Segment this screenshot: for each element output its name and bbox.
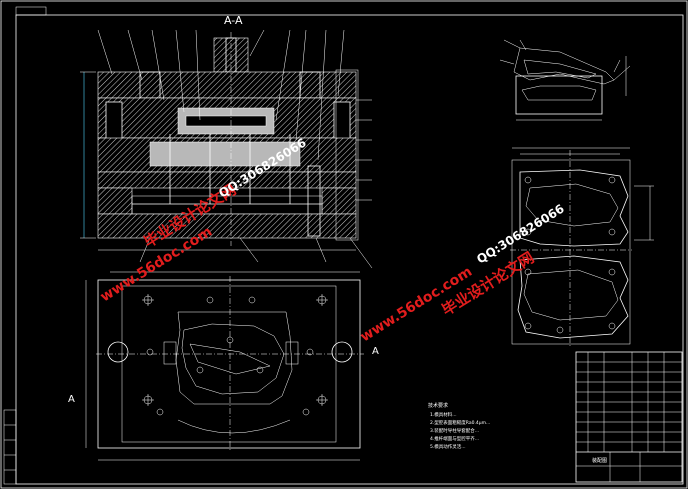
corner-box <box>15 6 47 16</box>
left-margin-strip <box>3 409 17 485</box>
title-block: 装配图 <box>575 351 683 483</box>
view-marker-side: A <box>372 346 379 357</box>
part-detail-right <box>510 147 654 348</box>
part-detail-top <box>499 39 631 121</box>
note-1: 1.模具材料... <box>430 411 457 418</box>
plan-view: A A <box>68 271 379 461</box>
section-title: A-A <box>224 14 243 27</box>
technical-notes: 技术要求 1.模具材料... 2.型腔表面粗糙度Ra0.4μm... 3.装配时… <box>428 402 490 450</box>
title-block-label: 装配图 <box>592 457 607 464</box>
note-3: 3.装配时导柱导套配合... <box>430 427 479 434</box>
view-marker-bottom: A <box>68 394 75 405</box>
note-2: 2.型腔表面粗糙度Ra0.4μm... <box>430 419 490 426</box>
notes-heading: 技术要求 <box>428 402 448 409</box>
note-5: 5.模具动作灵活... <box>430 443 466 450</box>
section-view-a-a: A-A <box>80 14 373 269</box>
note-4: 4.推杆端面与型腔平齐... <box>430 435 479 442</box>
inner-frame <box>15 14 684 485</box>
